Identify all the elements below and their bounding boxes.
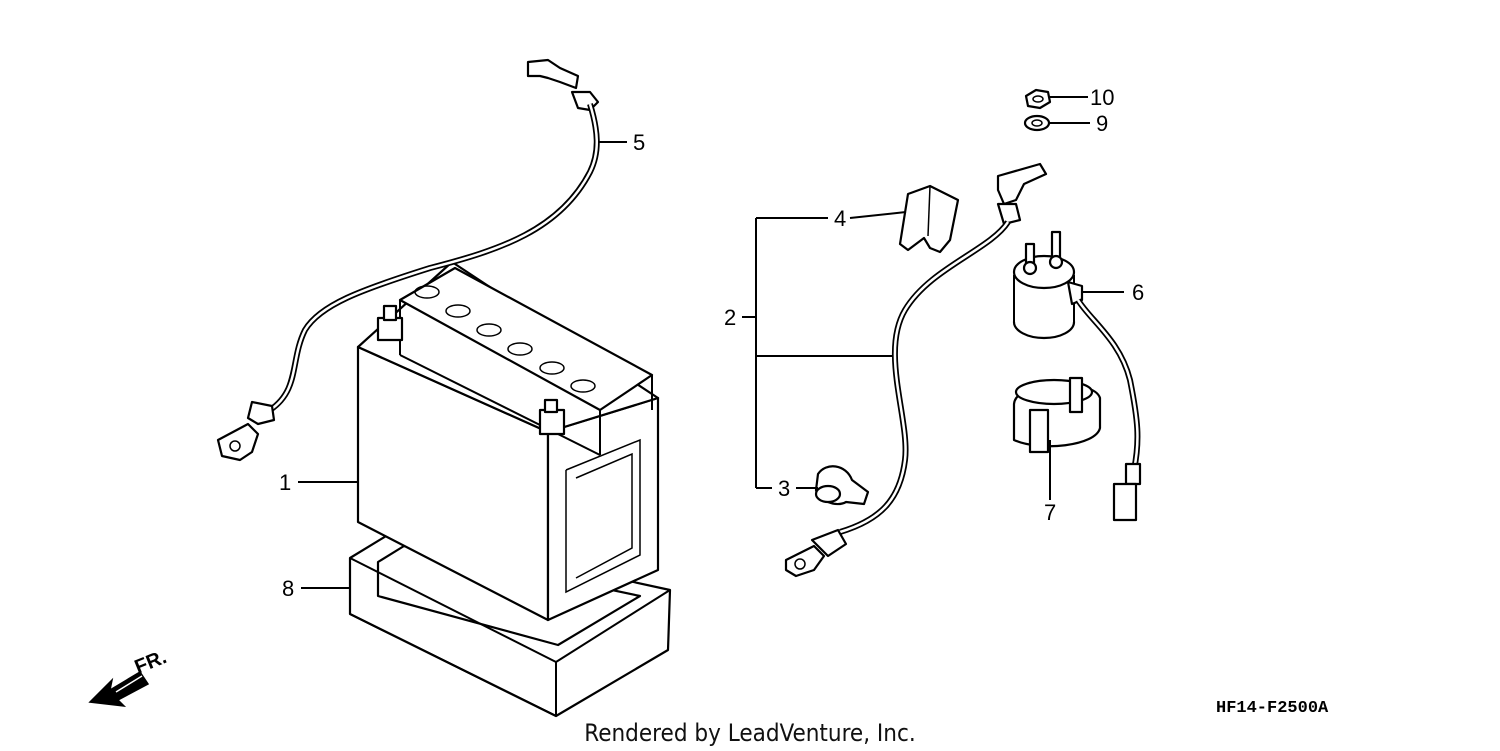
washer bbox=[1023, 114, 1051, 132]
callout-5: 5 bbox=[633, 130, 645, 155]
callout-2: 2 bbox=[724, 305, 736, 330]
nut bbox=[1024, 88, 1052, 110]
footer-credit: Rendered by LeadVenture, Inc. bbox=[584, 719, 915, 747]
callout-4: 4 bbox=[834, 206, 846, 231]
battery bbox=[356, 260, 660, 622]
diagram-code: HF14-F2500A bbox=[1216, 699, 1329, 718]
callout-9: 9 bbox=[1096, 111, 1108, 136]
relay-rubber-mount bbox=[1012, 376, 1102, 454]
cable-assembly-bracket bbox=[742, 217, 893, 489]
terminal-boot bbox=[814, 465, 870, 506]
front-direction-arrow: FR. bbox=[88, 646, 170, 707]
terminal-cover bbox=[898, 184, 960, 254]
leader-lines bbox=[298, 96, 1124, 589]
callout-3: 3 bbox=[778, 476, 790, 501]
callout-7: 7 bbox=[1044, 500, 1056, 525]
callout-1: 1 bbox=[279, 470, 291, 495]
starter-relay bbox=[1012, 230, 1142, 522]
callout-10: 10 bbox=[1090, 85, 1114, 110]
starter-cable bbox=[784, 162, 1048, 578]
direction-label: FR. bbox=[132, 646, 170, 678]
callout-8: 8 bbox=[282, 576, 294, 601]
battery-cable bbox=[216, 58, 600, 462]
callout-6: 6 bbox=[1132, 280, 1144, 305]
